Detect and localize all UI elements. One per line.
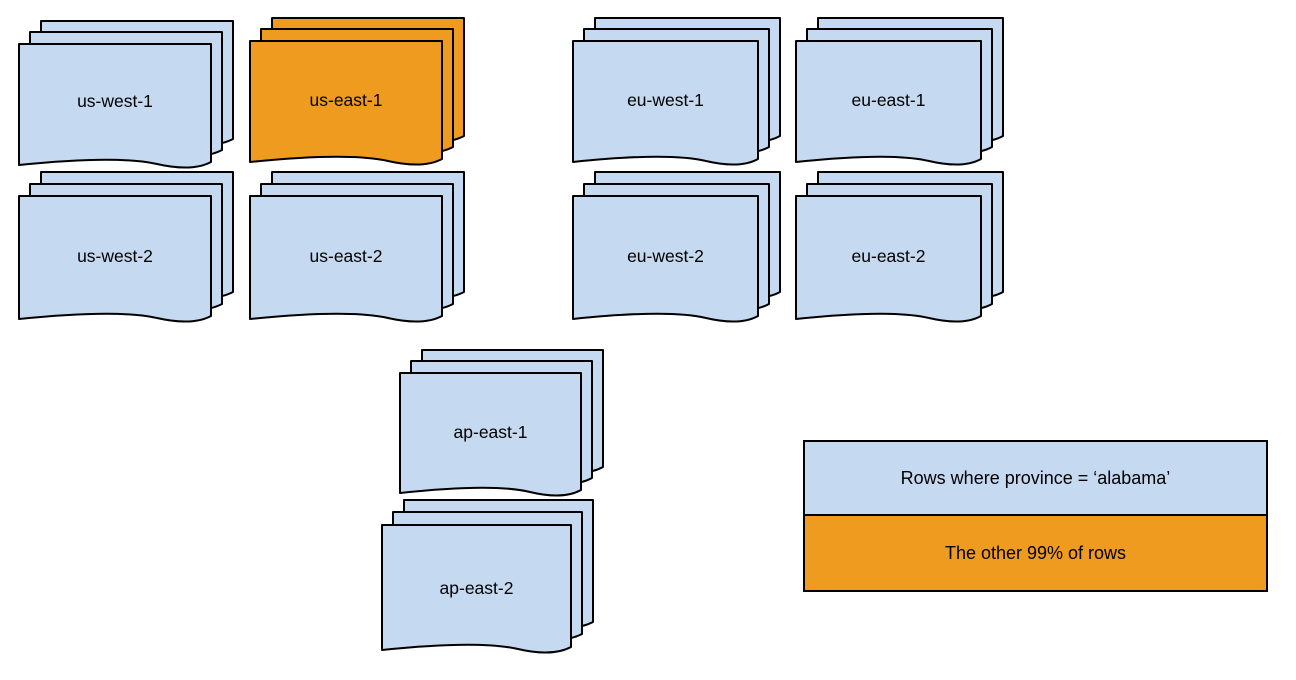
- stack-us-west-2[interactable]: us-west-2: [18, 171, 234, 334]
- stack-us-west-1[interactable]: us-west-1: [18, 20, 234, 181]
- stack-eu-west-2[interactable]: eu-west-2: [572, 171, 781, 334]
- stack-eu-east-2[interactable]: eu-east-2: [795, 171, 1004, 334]
- stack-us-west-1-shape: [18, 20, 234, 169]
- legend: Rows where province = ‘alabama’ The othe…: [803, 440, 1268, 592]
- stack-eu-east-1-shape: [795, 17, 1004, 166]
- stack-eu-east-1[interactable]: eu-east-1: [795, 17, 1004, 178]
- legend-label-orange: The other 99% of rows: [944, 542, 1127, 563]
- stack-us-east-2[interactable]: us-east-2: [249, 171, 465, 334]
- stack-ap-east-1-shape: [399, 349, 604, 497]
- stack-eu-east-2-shape: [795, 171, 1004, 323]
- stack-us-east-1-shape: [249, 17, 465, 166]
- stack-eu-west-2-shape: [572, 171, 781, 323]
- stack-us-west-2-shape: [18, 171, 234, 323]
- legend-label-blue: Rows where province = ‘alabama’: [900, 467, 1171, 488]
- legend-row-blue: Rows where province = ‘alabama’: [803, 440, 1268, 516]
- stack-eu-west-1[interactable]: eu-west-1: [572, 17, 781, 178]
- stack-ap-east-2[interactable]: ap-east-2: [381, 499, 594, 664]
- stack-us-east-1[interactable]: us-east-1: [249, 17, 465, 178]
- stack-us-east-2-shape: [249, 171, 465, 323]
- stack-eu-west-1-shape: [572, 17, 781, 166]
- stack-ap-east-2-shape: [381, 499, 594, 654]
- legend-row-orange: The other 99% of rows: [803, 516, 1268, 592]
- stack-ap-east-1[interactable]: ap-east-1: [399, 349, 604, 508]
